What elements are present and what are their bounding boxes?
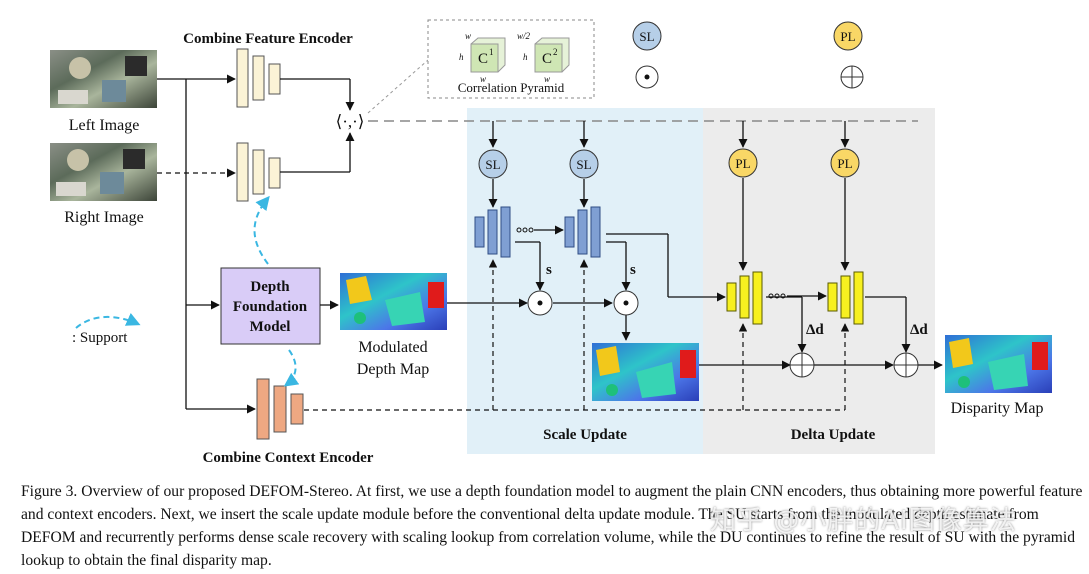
su-recurrence-dots xyxy=(516,227,534,233)
modulated-depth-map-image xyxy=(340,273,447,330)
disparity-map-image xyxy=(945,335,1052,393)
right-image-label: Right Image xyxy=(64,209,144,226)
pyramid-lookup-2: PL xyxy=(830,148,860,178)
du-recurrence-dots xyxy=(768,293,786,299)
scale-label-1: s xyxy=(546,262,552,278)
product-op-2 xyxy=(613,290,639,316)
svg-text:PL: PL xyxy=(837,156,852,171)
product-op-1 xyxy=(527,290,553,316)
add-op-2 xyxy=(893,352,919,378)
scale-lookup-1: SL xyxy=(478,149,508,179)
disparity-map-label: Disparity Map xyxy=(951,400,1044,417)
svg-text:w/2: w/2 xyxy=(517,31,531,41)
delta-update-label: Delta Update xyxy=(791,427,876,443)
dfm-label-line3: Model xyxy=(250,319,291,335)
feature-encoder-bottom xyxy=(236,142,281,202)
scale-lookup-2: SL xyxy=(569,149,599,179)
svg-text:PL: PL xyxy=(840,29,855,44)
svg-text:w: w xyxy=(544,74,550,84)
su-block-1 xyxy=(474,206,511,258)
correlation-pyramid-label: Correlation Pyramid xyxy=(458,80,565,95)
depth-foundation-model-box xyxy=(220,267,321,345)
modulated-depth-map-label-1: Modulated xyxy=(358,339,427,356)
svg-text:SL: SL xyxy=(485,157,500,172)
scale-label-2: s xyxy=(630,262,636,278)
right-image xyxy=(50,143,157,201)
pyramid-lookup-1: PL xyxy=(728,148,758,178)
figure-caption: Figure 3. Overview of our proposed DEFOM… xyxy=(21,480,1083,572)
svg-text:C: C xyxy=(542,51,552,67)
correlation-operator: ⟨·,·⟩ xyxy=(336,112,365,131)
svg-text:w: w xyxy=(465,31,471,41)
caption-prefix: Figure 3. xyxy=(21,483,78,500)
svg-text:h: h xyxy=(523,52,528,62)
architecture-diagram: Scale Update Delta Update Left Image Rig… xyxy=(0,0,1052,466)
correlation-pyramid-inset: C 1 w h w C 2 w/2 h w Correlation Pyrami… xyxy=(427,19,595,99)
delta-d-label-1: Δd xyxy=(806,322,824,338)
svg-text:C: C xyxy=(478,51,488,67)
svg-text:w: w xyxy=(0,0,1,1)
svg-text:SL: SL xyxy=(576,157,591,172)
support-label: : Support xyxy=(72,330,128,346)
left-image xyxy=(50,50,157,108)
context-encoder xyxy=(256,378,304,440)
watermark: 知乎 @小胖的AI图像算法 xyxy=(710,506,1017,536)
add-op-1 xyxy=(789,352,815,378)
left-image-label: Left Image xyxy=(69,117,140,134)
support-legend-arrow xyxy=(75,312,141,329)
modulated-depth-map-label-2: Depth Map xyxy=(357,361,429,378)
legend: SL PL xyxy=(632,21,864,89)
svg-text:2: 2 xyxy=(553,47,558,57)
delta-d-label-2: Δd xyxy=(910,322,928,338)
du-block-2 xyxy=(827,271,864,325)
du-block-1 xyxy=(726,271,763,325)
combine-feature-encoder-label: Combine Feature Encoder xyxy=(183,31,353,47)
svg-text:h: h xyxy=(459,52,464,62)
dfm-label-line2: Foundation xyxy=(233,299,308,315)
svg-text:SL: SL xyxy=(639,29,654,44)
svg-text:1: 1 xyxy=(489,47,494,57)
su-block-2 xyxy=(564,206,601,258)
svg-text:PL: PL xyxy=(735,156,750,171)
caption-text: Overview of our proposed DEFOM-Stereo. A… xyxy=(21,483,1083,569)
svg-text:w: w xyxy=(480,74,486,84)
combine-context-encoder-label: Combine Context Encoder xyxy=(203,450,374,466)
feature-encoder-top xyxy=(236,48,281,108)
su-output-map-image xyxy=(592,343,699,401)
dfm-label-line1: Depth xyxy=(250,279,290,295)
scale-update-label: Scale Update xyxy=(543,427,627,443)
